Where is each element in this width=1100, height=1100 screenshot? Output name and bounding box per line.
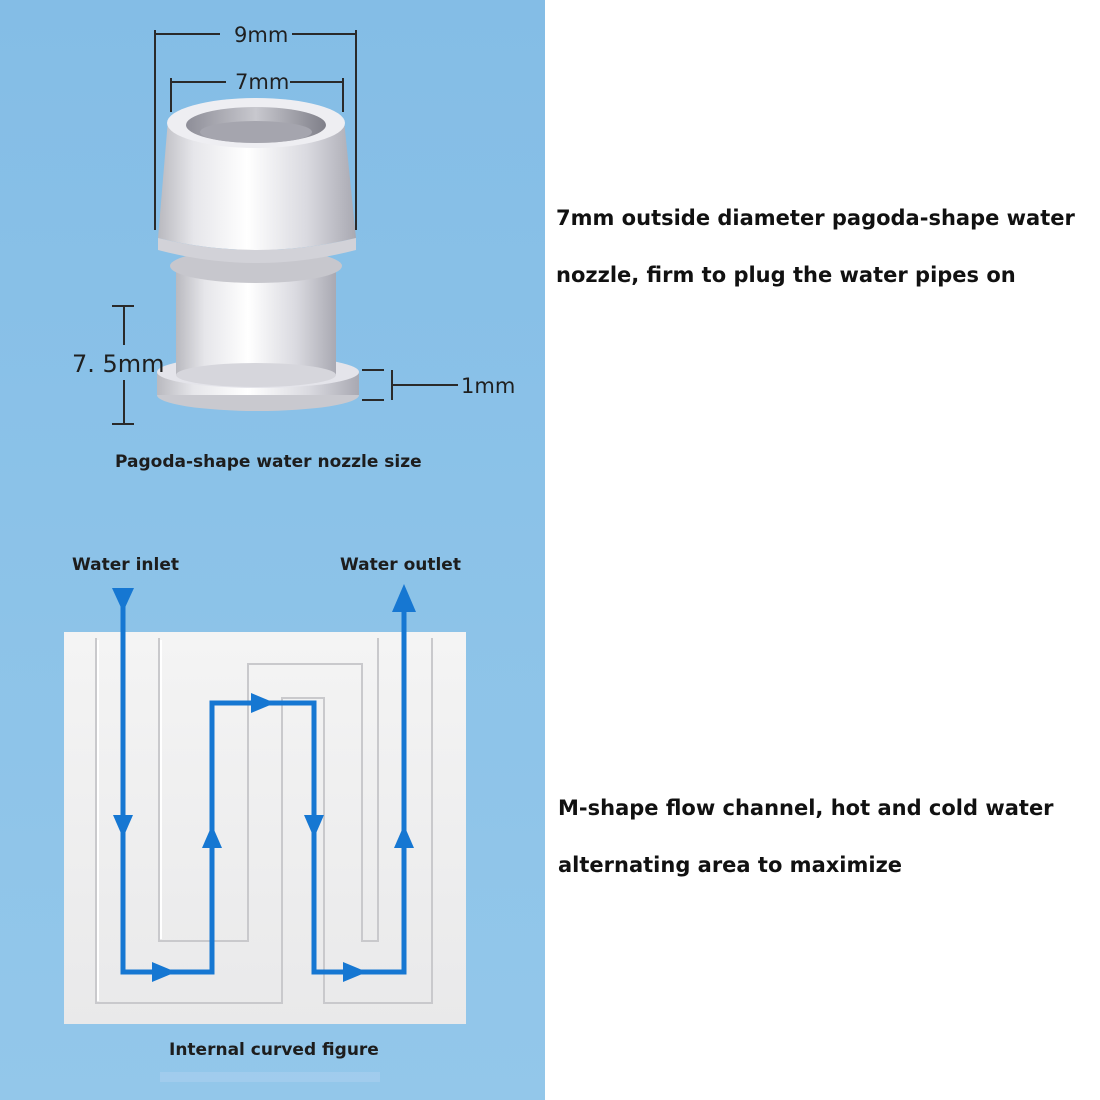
channel-description-line2: alternating area to maximize: [558, 853, 903, 877]
channel-block: [64, 632, 466, 1024]
nozzle-description-line2: nozzle, firm to plug the water pipes on: [556, 263, 1016, 287]
dimension-7mm: [170, 78, 344, 112]
dim-7-5mm-label: 7. 5mm: [72, 350, 165, 378]
nozzle-description-line1: 7mm outside diameter pagoda-shape water: [556, 206, 1075, 230]
caption-shadow: [160, 1072, 380, 1082]
water-inlet-label: Water inlet: [72, 555, 179, 575]
dimension-9mm: [154, 30, 357, 230]
diagram-canvas: 9mm 7mm 7. 5mm 1mm: [64, 23, 515, 1082]
nozzle-description: 7mm outside diameter pagoda-shape water …: [556, 190, 1096, 304]
dim-7mm-label: 7mm: [235, 70, 289, 94]
dim-9mm-label: 9mm: [234, 23, 288, 47]
dimension-1mm: [362, 369, 458, 401]
channel-caption: Internal curved figure: [169, 1040, 379, 1060]
channel-description-line1: M-shape flow channel, hot and cold water: [558, 796, 1054, 820]
water-outlet-label: Water outlet: [340, 555, 461, 575]
nozzle-illustration: [157, 98, 359, 411]
channel-description: M-shape flow channel, hot and cold water…: [558, 780, 1098, 894]
nozzle-caption: Pagoda-shape water nozzle size: [115, 452, 422, 472]
description-panel: [545, 0, 1100, 1100]
dimension-7-5mm: [112, 305, 134, 425]
flow-path: [112, 584, 416, 982]
dim-1mm-label: 1mm: [461, 374, 515, 398]
